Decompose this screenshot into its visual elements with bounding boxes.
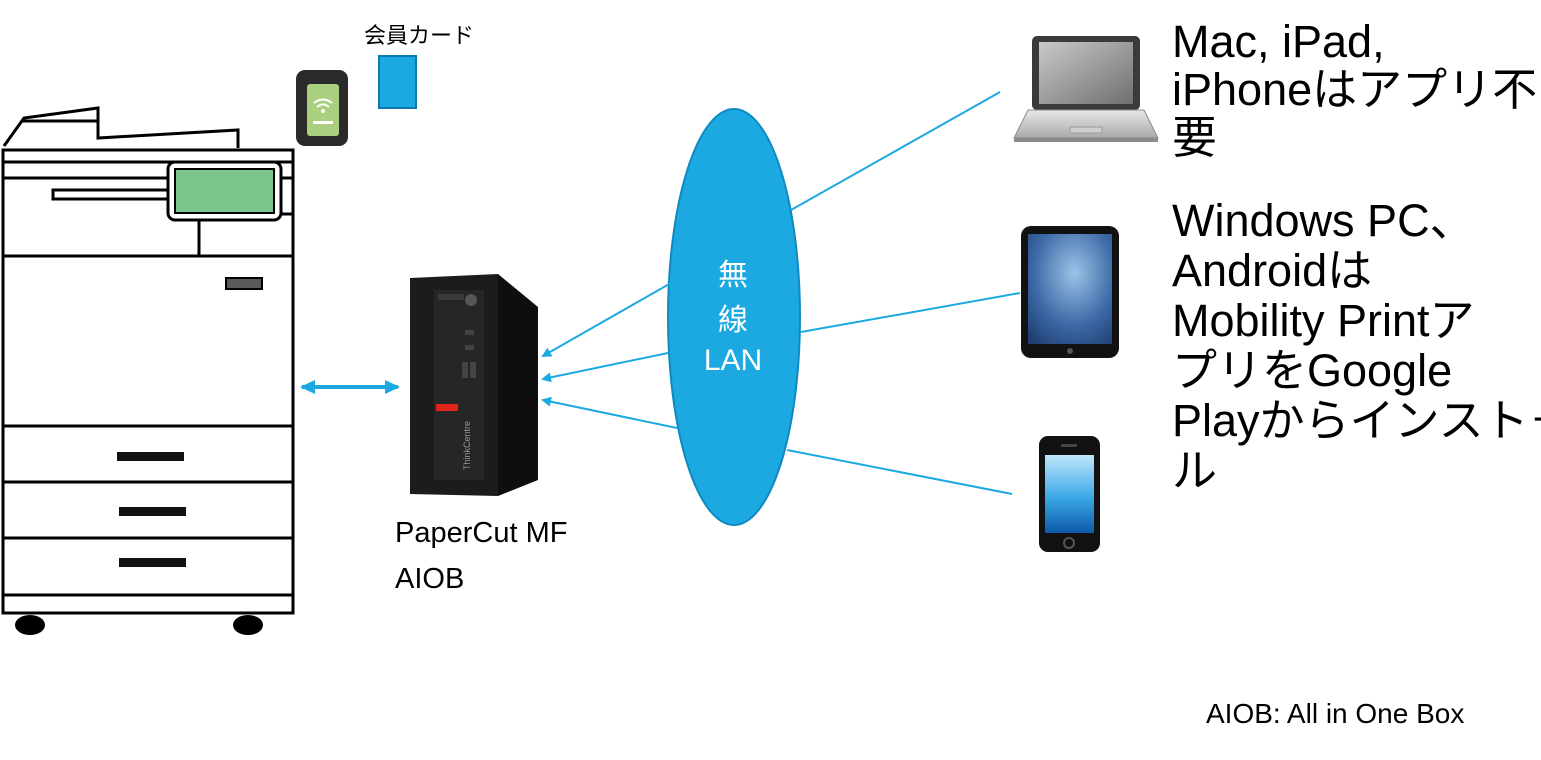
- other-note-line4: プリをGoogle: [1172, 345, 1453, 396]
- printer-tray-handles: [117, 452, 186, 567]
- apple-note-line3: 要: [1172, 112, 1218, 163]
- other-note-line2: Androidは: [1172, 245, 1373, 296]
- aiob-label: PaperCut MF AIOB: [395, 510, 567, 602]
- wireless-lan-label-line2: 線: [718, 304, 748, 337]
- wireless-lan-label-line1: 無: [718, 259, 748, 292]
- lan-to-device-lines: [786, 91, 1021, 495]
- other-note-line6: ル: [1172, 445, 1218, 496]
- aiob-label-line1: PaperCut MF: [395, 517, 568, 549]
- member-card-icon: [378, 55, 417, 109]
- other-note-line1: Windows PC、: [1172, 195, 1475, 246]
- apple-note-line1: Mac, iPad,: [1172, 16, 1385, 67]
- wireless-lan-ellipse: [667, 108, 801, 526]
- printer-wheels: [15, 615, 263, 635]
- aiob-label-line2: AIOB: [395, 563, 465, 595]
- other-note-line5: Playからインスト－: [1172, 395, 1541, 446]
- smartphone-icon: [1039, 436, 1100, 552]
- member-card-label: 会員カード: [364, 23, 475, 48]
- tablet-icon: [1021, 226, 1119, 358]
- lan-to-aiob-arrows: [541, 282, 678, 429]
- other-note-line3: Mobility Printア: [1172, 295, 1475, 346]
- tower-pc-icon: ThinkCentre: [410, 274, 538, 496]
- laptop-icon: [1013, 36, 1159, 142]
- apple-note-line2: iPhoneはアプリ不: [1172, 64, 1538, 115]
- card-reader-icon: [296, 70, 348, 146]
- printer-icon: [1, 106, 295, 615]
- apple-devices-note: Mac, iPad, iPhoneはアプリ不 要: [1172, 18, 1537, 162]
- wireless-lan-label-line3: LAN: [703, 344, 763, 377]
- windows-android-note: Windows PC、 Androidは Mobility Printア プリを…: [1172, 196, 1541, 496]
- svg-text:ThinkCentre: ThinkCentre: [462, 421, 472, 470]
- aiob-footnote: AIOB: All in One Box: [1206, 698, 1465, 729]
